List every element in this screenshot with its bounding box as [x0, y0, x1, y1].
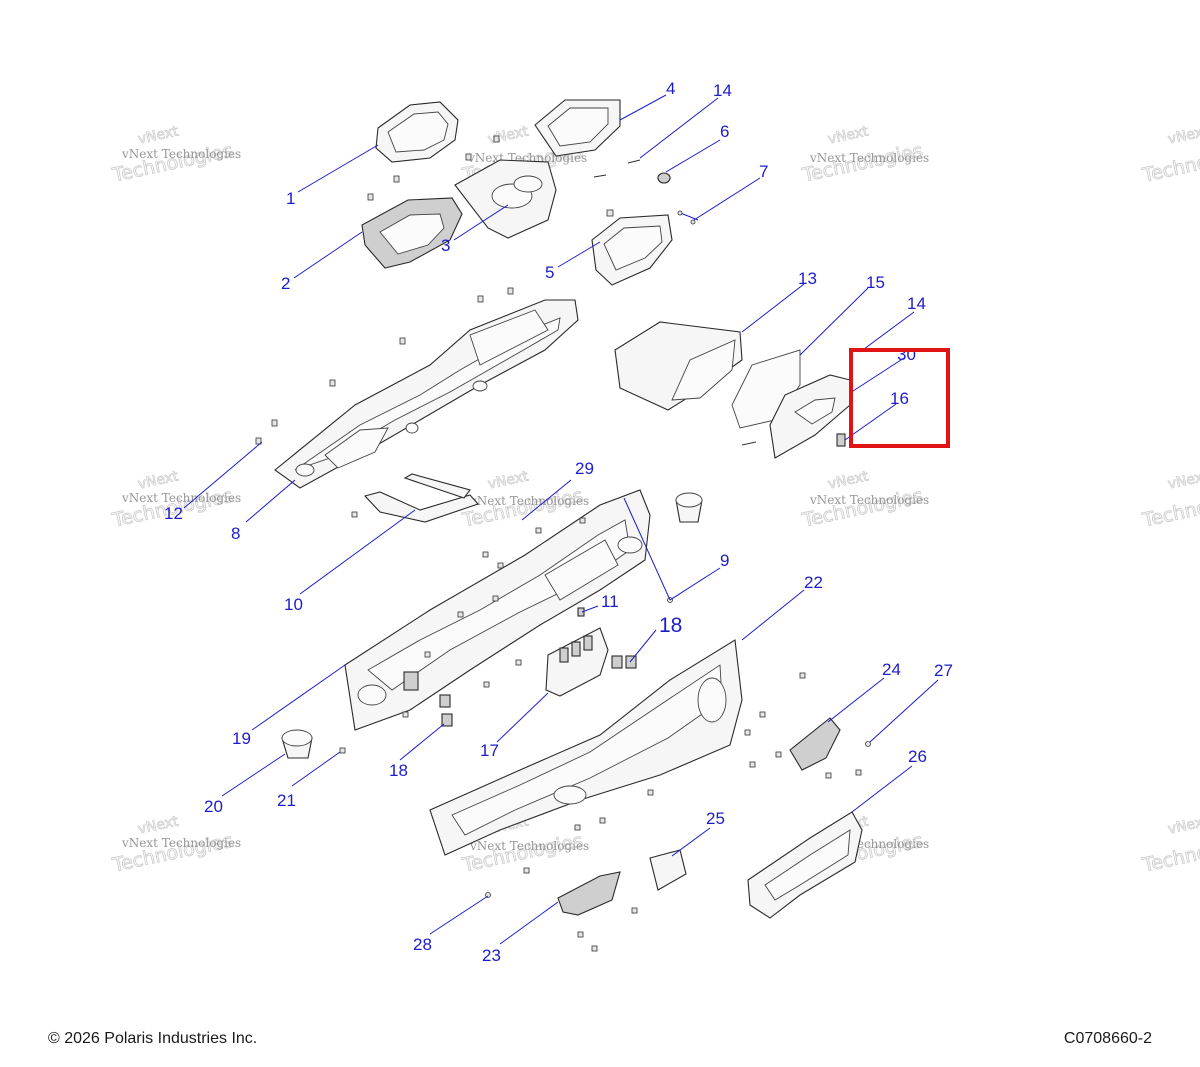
watermark-bottom-edge: vNext Technologies — [1139, 813, 1200, 877]
part-23-vent-grille[interactable] — [557, 871, 638, 952]
callout-30[interactable]: 30 — [897, 345, 916, 364]
watermark-vnext: vNext — [827, 468, 871, 492]
part-2-gauge-housing[interactable] — [361, 175, 463, 269]
callout-4[interactable]: 4 — [666, 79, 675, 98]
part-8-main-dash[interactable] — [255, 287, 579, 489]
callout-21[interactable]: 21 — [277, 791, 296, 810]
watermark-text: vNext Technologies — [121, 147, 241, 161]
highlight-box — [849, 348, 950, 448]
callout-2[interactable]: 2 — [281, 274, 290, 293]
part-1-gauge-bezel[interactable] — [375, 101, 459, 163]
watermark-text: vNext Technologies — [469, 839, 589, 853]
part-6-grommet[interactable] — [657, 172, 671, 184]
part-10-bracket[interactable] — [351, 473, 479, 523]
part-30-glovebox-door[interactable] — [741, 374, 851, 459]
watermark-vnext: vNext — [137, 123, 181, 147]
watermark-text: vNext Technologies — [121, 836, 241, 850]
callout-15[interactable]: 15 — [866, 273, 885, 292]
callout-27[interactable]: 27 — [934, 661, 953, 680]
callout-28[interactable]: 28 — [413, 935, 432, 954]
callout-12[interactable]: 12 — [164, 504, 183, 523]
callout-20[interactable]: 20 — [204, 797, 223, 816]
callout-23[interactable]: 23 — [482, 946, 501, 965]
part-16-latch[interactable] — [836, 433, 846, 447]
watermark-vnext: vNext — [487, 123, 531, 147]
callout-22[interactable]: 22 — [804, 573, 823, 592]
callout-18[interactable]: 18 — [389, 761, 408, 780]
part-19-lower-dash[interactable] — [339, 489, 651, 754]
watermark-vnext: vNext — [137, 813, 181, 837]
watermark-text: vNext Technologies — [809, 493, 929, 507]
callout-24[interactable]: 24 — [882, 660, 901, 679]
watermark-text: vNext Technologies — [469, 494, 589, 508]
part-13-glovebox-bin[interactable] — [614, 321, 743, 411]
callout-3[interactable]: 3 — [441, 236, 450, 255]
part-22-lower-fascia[interactable] — [429, 639, 862, 874]
part-fasteners-upper[interactable] — [593, 159, 699, 225]
copyright-text: © 2026 Polaris Industries Inc. — [48, 1030, 258, 1047]
watermark-vnext: vNext — [827, 123, 871, 147]
callout-14-upper[interactable]: 14 — [713, 81, 732, 100]
callout-19[interactable]: 19 — [232, 729, 251, 748]
watermark-text: vNext Technologies — [121, 491, 241, 505]
part-26-bottom-panel[interactable] — [747, 811, 863, 919]
callout-14-right[interactable]: 14 — [907, 294, 926, 313]
callout-18-large[interactable]: 18 — [659, 614, 682, 637]
callout-29[interactable]: 29 — [575, 459, 594, 478]
part-18-clips[interactable] — [439, 607, 637, 727]
callout-labels: 1 2 3 4 5 6 7 8 9 10 11 12 13 14 14 15 1… — [164, 79, 953, 965]
watermark-vnext: vNext — [1167, 813, 1200, 837]
watermark-vnext: vNext — [487, 468, 531, 492]
watermark-top-edge: vNext Technologies — [1139, 123, 1200, 187]
callout-16[interactable]: 16 — [890, 389, 909, 408]
diagram-id-text: C0708660-2 — [1063, 1030, 1152, 1047]
watermark-top-right: vNext Technologies — [799, 123, 925, 187]
watermark-vnext: vNext — [137, 468, 181, 492]
part-17-switch-panel[interactable] — [545, 627, 609, 697]
part-3-cup-holder-console[interactable] — [454, 135, 557, 239]
callout-8[interactable]: 8 — [231, 524, 240, 543]
watermark-vnext: vNext — [1167, 468, 1200, 492]
part-cup-insert-upper[interactable] — [675, 492, 703, 523]
watermark-mid-edge: vNext Technologies — [1139, 468, 1200, 532]
part-20-cup-insert[interactable] — [281, 729, 313, 759]
leader-lines — [183, 94, 939, 945]
callout-25[interactable]: 25 — [706, 809, 725, 828]
callout-26[interactable]: 26 — [908, 747, 927, 766]
part-4-storage-lid[interactable] — [534, 99, 621, 157]
callout-9[interactable]: 9 — [720, 551, 729, 570]
callout-17[interactable]: 17 — [480, 741, 499, 760]
callout-7[interactable]: 7 — [759, 162, 768, 181]
watermark-technologies: Technologies — [460, 485, 585, 532]
part-5-glove-box[interactable] — [591, 209, 673, 286]
callout-5[interactable]: 5 — [545, 263, 554, 282]
callout-6[interactable]: 6 — [720, 122, 729, 141]
callout-13[interactable]: 13 — [798, 269, 817, 288]
part-24-vent-grille[interactable] — [789, 717, 841, 771]
part-25-duct[interactable] — [649, 849, 687, 891]
callout-10[interactable]: 10 — [284, 595, 303, 614]
callout-1[interactable]: 1 — [286, 189, 295, 208]
callout-11[interactable]: 11 — [601, 592, 619, 611]
watermark-technologies: Technologies — [800, 485, 925, 532]
watermark-vnext: vNext — [1167, 123, 1200, 147]
watermark-text: vNext Technologies — [809, 151, 929, 165]
